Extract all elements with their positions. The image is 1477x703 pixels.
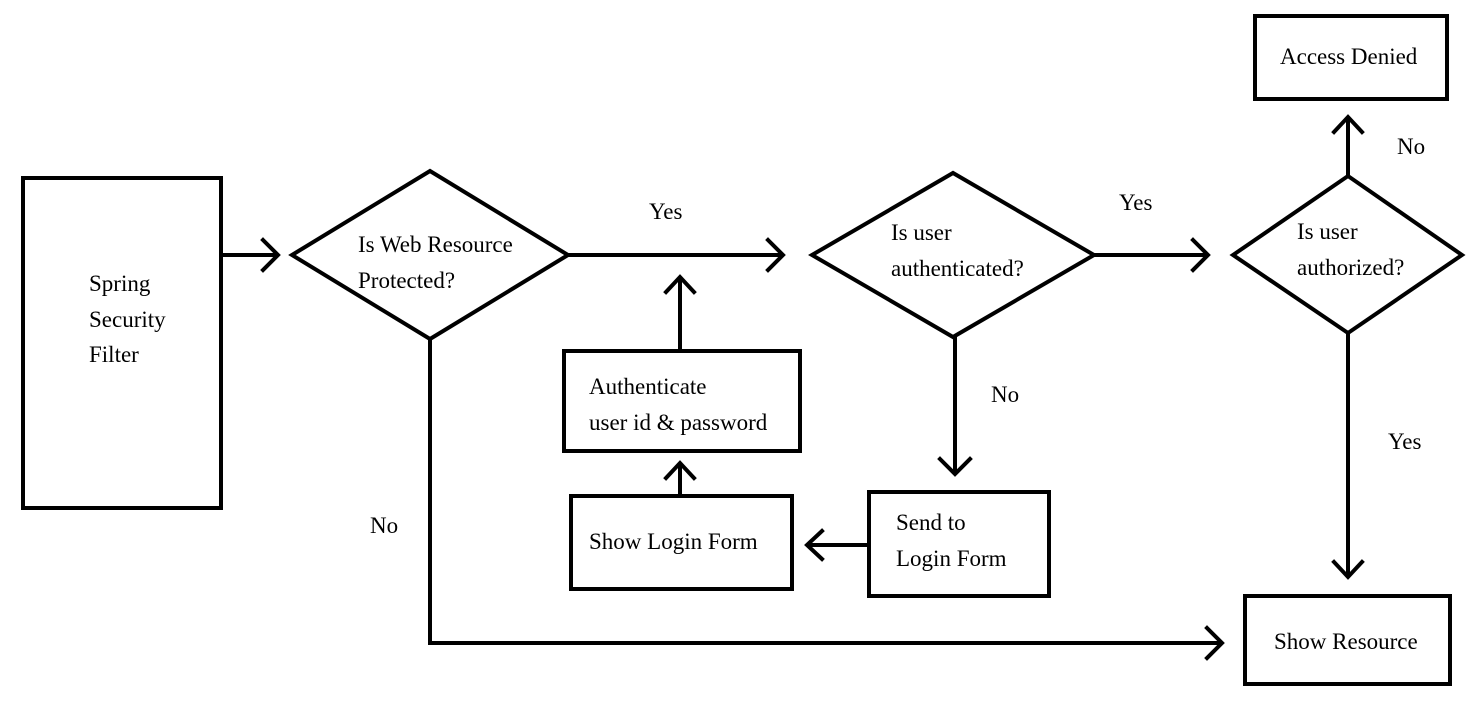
filter-label-line-1: Spring <box>89 271 151 296</box>
authorized-label-line-1: Is user <box>1297 219 1358 244</box>
connector-authorized-yes <box>1331 333 1365 580</box>
authenticated-label-line-2: authenticated? <box>891 256 1024 281</box>
authenticated-no-label: No <box>991 382 1019 407</box>
send-login-label-line-2: Login Form <box>896 546 1007 571</box>
authorized-label-line-2: authorized? <box>1297 255 1404 280</box>
filter-label-line-3: Filter <box>89 342 139 367</box>
show-resource-node: Show Resource <box>1243 594 1452 686</box>
is-web-resource-protected-decision: Is Web Resource Protected? <box>288 168 572 342</box>
connector-authenticated-no <box>937 337 973 477</box>
protected-no-label: No <box>370 513 398 538</box>
authenticate-node: Authenticate user id & password <box>562 349 802 453</box>
show-resource-label: Show Resource <box>1274 629 1418 654</box>
connector-authorized-no <box>1331 114 1365 176</box>
is-user-authenticated-decision: Is user authenticated? <box>808 170 1098 340</box>
access-denied-label: Access Denied <box>1280 44 1418 69</box>
spring-security-filter-node: Spring Security Filter <box>21 176 223 510</box>
protected-label-line-2: Protected? <box>358 268 455 293</box>
authorized-no-label: No <box>1397 134 1425 159</box>
access-denied-node: Access Denied <box>1253 14 1449 101</box>
connector-protected-yes <box>568 237 786 273</box>
authorized-yes-label: Yes <box>1388 429 1422 454</box>
is-user-authorized-decision: Is user authorized? <box>1229 173 1466 336</box>
connector-protected-no <box>428 339 1225 661</box>
protected-label-line-1: Is Web Resource <box>358 232 513 257</box>
connector-authenticate-to-protected-arrow <box>663 274 697 351</box>
authenticate-label-line-2: user id & password <box>589 410 768 435</box>
authenticated-label-line-1: Is user <box>891 220 952 245</box>
authenticated-yes-label: Yes <box>1119 190 1153 215</box>
filter-label-line-2: Security <box>89 307 166 332</box>
connector-authenticated-yes <box>1094 237 1211 273</box>
send-to-login-form-node: Send to Login Form <box>867 490 1051 598</box>
connector-send-to-show-login <box>804 528 869 562</box>
authenticate-label-line-1: Authenticate <box>589 374 707 399</box>
protected-yes-label: Yes <box>649 199 683 224</box>
connector-show-login-to-authenticate <box>663 460 697 496</box>
send-login-label-line-1: Send to <box>896 510 966 535</box>
show-login-form-label: Show Login Form <box>589 529 758 554</box>
show-login-form-node: Show Login Form <box>569 494 794 591</box>
connector-filter-to-protected <box>221 237 281 273</box>
